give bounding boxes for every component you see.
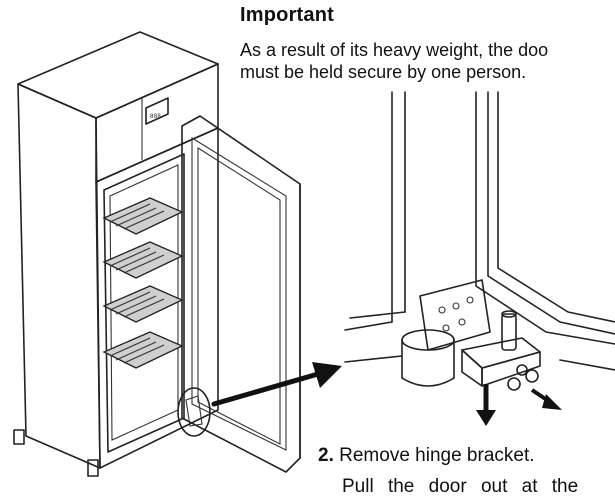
shelf-1	[102, 197, 184, 235]
hinge-callout-circle	[177, 387, 211, 437]
diagonal-arrow-icon	[530, 388, 562, 410]
down-arrow-icon	[476, 384, 496, 426]
shelf-3	[102, 285, 184, 323]
hinge-detail	[344, 91, 615, 426]
step-continuation: Pull the door out at the	[342, 476, 579, 497]
shelf-2	[102, 241, 184, 279]
important-note: As a result of its heavy weight, the doo…	[240, 39, 615, 83]
control-display	[145, 97, 169, 125]
foot-left	[13, 429, 25, 445]
hinge-pin	[501, 313, 517, 351]
hinge-plate	[419, 279, 491, 351]
foot-right	[87, 459, 99, 477]
display-label: 888	[150, 113, 161, 120]
important-line-2: must be held secure by one person.	[240, 62, 527, 82]
refrigerator-cabinet: 888	[13, 31, 219, 477]
important-heading: Important	[240, 4, 335, 26]
step-number: 2.	[318, 445, 334, 466]
hinge-cylinder	[401, 339, 455, 387]
screws	[507, 364, 539, 391]
shelf-4	[102, 331, 184, 369]
step-instruction: 2. Remove hinge bracket.	[318, 445, 535, 467]
detail-pointer-arrow	[211, 362, 342, 407]
step-text: Remove hinge bracket.	[339, 445, 535, 466]
important-line-1: As a result of its heavy weight, the doo	[240, 40, 549, 60]
open-door	[181, 115, 301, 473]
